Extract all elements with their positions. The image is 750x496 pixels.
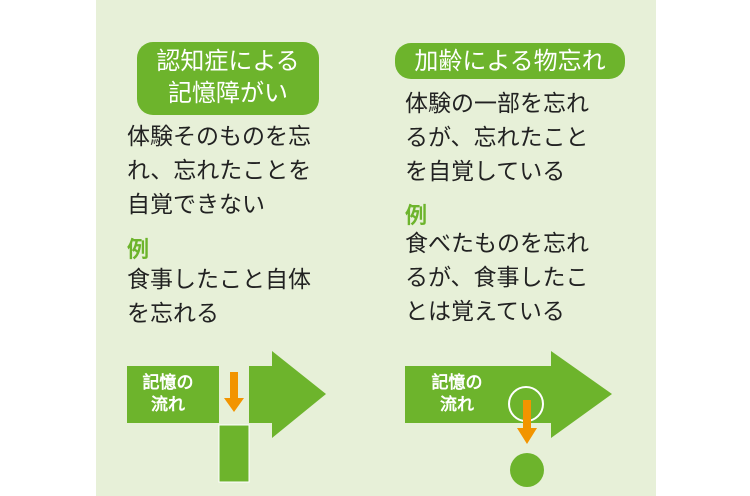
aging-example-label: 例 bbox=[405, 204, 428, 229]
text-line: 体験そのものを忘 bbox=[127, 124, 311, 150]
text-line: 食事したこと自体 bbox=[127, 267, 311, 293]
text-line: 記憶の bbox=[142, 373, 194, 393]
aging-example: 食べたものを忘れ るが、食事したこ とは覚えている bbox=[405, 227, 589, 329]
aging-flow-label: 記憶の 流れ bbox=[422, 372, 492, 416]
text-line: 食べたものを忘れ bbox=[405, 231, 589, 257]
dementia-title-badge: 認知症による 記憶障がい bbox=[137, 42, 319, 115]
orange-down-arrow-icon bbox=[517, 400, 537, 444]
dementia-description: 体験そのものを忘 れ、忘れたことを 自覚できない bbox=[127, 120, 311, 222]
flow-arrow bbox=[405, 351, 612, 438]
text-line: を自覚している bbox=[405, 159, 566, 185]
text-line: るが、忘れたこと bbox=[405, 125, 589, 151]
text-line: 流れ bbox=[151, 395, 185, 415]
flow-arrow-head bbox=[249, 351, 326, 438]
aging-memory-flow-arrow bbox=[405, 351, 612, 487]
text-line: 記憶の bbox=[431, 373, 483, 393]
memory-part-circle bbox=[510, 453, 544, 487]
text-line: とは覚えている bbox=[405, 299, 565, 325]
title-line: 記憶障がい bbox=[168, 79, 288, 107]
title-line: 加齢による物忘れ bbox=[414, 47, 606, 75]
text-line: 体験の一部を忘れ bbox=[405, 91, 589, 117]
text-line: 流れ bbox=[440, 395, 474, 415]
text-line: るが、食事したこ bbox=[405, 265, 589, 291]
text-line: を忘れる bbox=[127, 301, 219, 327]
memory-dropped-block bbox=[218, 424, 250, 483]
text-line: 自覚できない bbox=[127, 192, 265, 218]
dementia-example: 食事したこと自体 を忘れる bbox=[127, 263, 311, 331]
title-line: 認知症による bbox=[156, 47, 300, 75]
dementia-example-label: 例 bbox=[127, 238, 150, 263]
flow-arrow-body-start bbox=[127, 366, 219, 423]
orange-down-arrow-icon bbox=[224, 372, 244, 412]
text-line: れ、忘れたことを bbox=[127, 158, 312, 184]
dementia-flow-label: 記憶の 流れ bbox=[133, 372, 203, 416]
dementia-memory-flow-arrow bbox=[127, 351, 326, 483]
aging-description: 体験の一部を忘れ るが、忘れたこと を自覚している bbox=[405, 87, 589, 189]
aging-title-badge: 加齢による物忘れ bbox=[395, 43, 625, 79]
